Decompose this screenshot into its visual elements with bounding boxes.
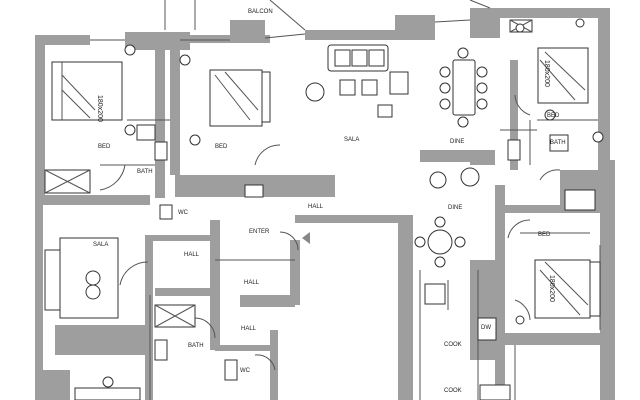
- label-dine-top: DINE: [450, 139, 464, 145]
- dining-table-top: [439, 47, 488, 128]
- label-enter: ENTER: [249, 229, 270, 235]
- label-cook-top: COOK: [444, 342, 462, 348]
- living-sofa-left: [44, 237, 119, 319]
- label-hall-top: HALL: [308, 204, 324, 210]
- label-bath-left: BATH: [137, 169, 153, 175]
- label-hall-left: HALL: [184, 252, 200, 258]
- nightstands: [124, 18, 604, 325]
- label-size-right-top: 180x200: [543, 60, 550, 87]
- label-bed-right-top: BED: [547, 113, 560, 119]
- label-hall-low: HALL: [241, 326, 257, 332]
- entry-arrow-icon: [302, 232, 310, 244]
- label-size-left: 180x200: [96, 95, 103, 122]
- label-dine-mid: DINE: [448, 205, 462, 211]
- label-bed-mid: BED: [215, 144, 228, 150]
- dining-table-bottom-left: [74, 376, 141, 400]
- kitchen-fixtures: [424, 283, 511, 400]
- label-hall-mid: HALL: [244, 280, 260, 286]
- bed-right-bottom: [534, 189, 601, 319]
- label-balcony: BALCON: [248, 9, 273, 15]
- label-bath-right: BATH: [550, 140, 566, 146]
- label-bed-left: BED: [98, 144, 111, 150]
- label-sala-left: SALA: [93, 242, 108, 248]
- label-sala-top: SALA: [344, 137, 359, 143]
- label-bath-bottom: BATH: [188, 343, 204, 349]
- dining-table-round: [414, 167, 480, 268]
- bed-left: [44, 61, 123, 194]
- door-swings: [99, 94, 561, 371]
- room-labels: BALCON BED BED BED BED BATH BATH BATH SA…: [93, 9, 566, 394]
- label-cook-bottom: COOK: [444, 388, 462, 394]
- label-wc-top: WC: [178, 210, 189, 216]
- interior-lines: [90, 0, 601, 400]
- label-size-right-bottom: 180x200: [548, 275, 555, 302]
- living-sofa-top: [244, 44, 409, 198]
- label-dw: DW: [481, 325, 491, 331]
- label-bed-right-bottom: BED: [538, 232, 551, 238]
- bath-fixtures: [136, 124, 569, 381]
- label-wc-bottom: WC: [240, 368, 251, 374]
- bed-mid: [209, 69, 271, 127]
